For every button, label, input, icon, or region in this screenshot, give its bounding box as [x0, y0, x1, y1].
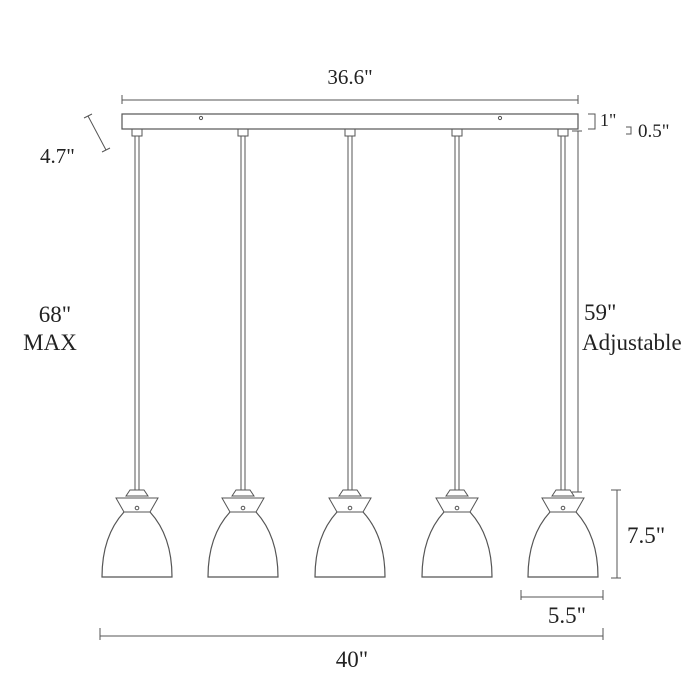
overall-height-dimension: 68" MAX — [23, 302, 77, 355]
cap-height-label: 0.5" — [638, 121, 670, 142]
canopy-length-label: 36.6" — [327, 65, 372, 89]
shade-height-label: 7.5" — [627, 523, 665, 548]
canopy-length-dimension: 36.6" — [121, 65, 579, 104]
pendant-1 — [101, 128, 173, 578]
pendant-2 — [207, 128, 279, 578]
canopy-bar — [121, 113, 579, 130]
overall-length-label: 40" — [336, 647, 368, 672]
shade-width-label: 5.5" — [548, 603, 586, 628]
overall-height-note: MAX — [23, 330, 77, 355]
canopy-depth-dimension: 4.7" — [40, 113, 111, 168]
canopy-height-label: 1" — [600, 110, 616, 130]
shade-width-dimension: 5.5" — [520, 590, 604, 628]
cap-height-dimension: 0.5" — [626, 121, 670, 142]
canopy-depth-label: 4.7" — [40, 144, 75, 168]
pendant-4 — [421, 128, 493, 578]
cord-length-dimension: 59" Adjustable — [572, 130, 682, 493]
cord-length-note: Adjustable — [582, 330, 682, 355]
overall-height-label: 68" — [39, 302, 71, 327]
canopy-height-dimension: 1" — [588, 110, 616, 130]
cord-length-label: 59" — [584, 300, 616, 325]
shade-height-dimension: 7.5" — [611, 489, 665, 579]
pendant-3 — [314, 128, 386, 578]
overall-length-dimension: 40" — [99, 628, 604, 672]
pendant-5 — [527, 128, 599, 578]
